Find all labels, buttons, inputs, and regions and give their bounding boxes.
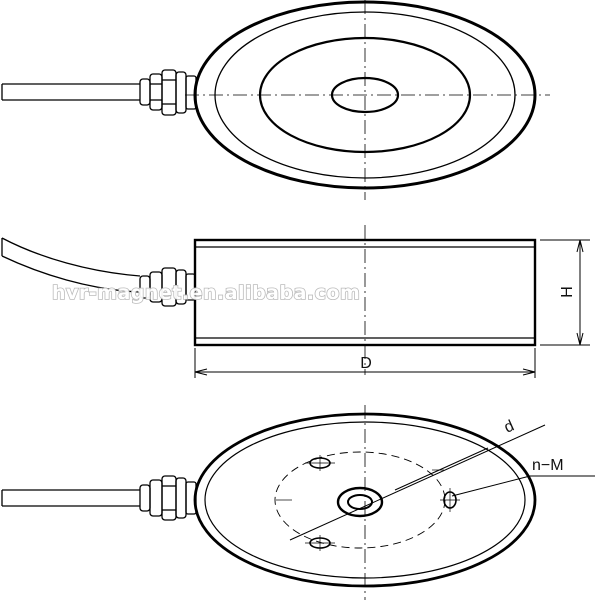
bolt-circle <box>274 451 446 549</box>
bottom-view-cable <box>1 489 140 507</box>
diameter-dimension <box>194 348 536 378</box>
height-dimension <box>540 239 590 346</box>
hole-diameter-leader <box>289 424 546 541</box>
center-boss-outer <box>336 486 384 518</box>
thread-label: n−M <box>532 457 564 474</box>
thread-leader <box>451 475 595 497</box>
side-view <box>1 225 590 378</box>
side-view-cable-gland <box>139 267 196 307</box>
top-view-cable <box>1 83 140 101</box>
height-label: H <box>559 286 576 298</box>
top-view-cable-gland <box>139 69 197 116</box>
top-view <box>1 0 550 200</box>
center-boss-inner <box>347 494 373 510</box>
side-view-cable <box>1 237 141 293</box>
diameter-label: D <box>360 355 372 372</box>
bottom-view <box>1 405 595 600</box>
watermark-text: hvr-magnet.en.alibaba.com <box>52 282 360 304</box>
hole-diameter-label: d <box>502 418 517 437</box>
hole-crosshairs <box>276 455 460 551</box>
bottom-view-cable-gland <box>139 475 197 521</box>
